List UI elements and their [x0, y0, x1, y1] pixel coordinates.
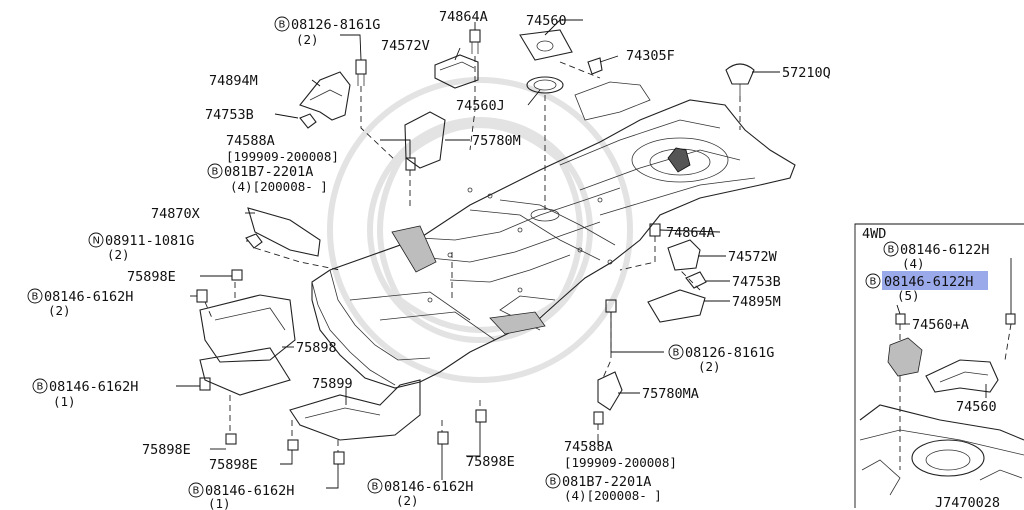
part-number: 75898E: [127, 269, 176, 285]
floor-panel-drawing: [311, 81, 796, 389]
part-number: 75780MA: [642, 386, 699, 402]
part-number: 081B7-2201A: [224, 164, 313, 180]
part-number: 74753B: [205, 107, 254, 123]
date-range: (4)[200008- ]: [564, 488, 662, 503]
part-number: 74870X: [151, 206, 200, 222]
part-prefix: N: [93, 236, 100, 247]
part-qty: (2): [296, 32, 319, 47]
part-number: 08146-6162H: [44, 289, 133, 305]
part-qty: (2): [698, 359, 721, 374]
part-labels: B 08126-8161G (2) 74864A 74560 74572V 74…: [27, 9, 831, 510]
part-qty: (1): [53, 394, 76, 409]
part-number: 74864A: [666, 225, 715, 241]
part-number: 75898: [296, 340, 337, 356]
date-range: (4)[200008- ]: [230, 179, 328, 194]
figure-id: J7470028: [935, 495, 1000, 510]
part-number: 08126-8161G: [685, 345, 774, 361]
part-prefix: B: [193, 486, 200, 497]
part-prefix: B: [37, 382, 44, 393]
part-number: 08146-6162H: [384, 479, 473, 495]
part-number: 08146-6162H: [49, 379, 138, 395]
part-qty: (4): [902, 256, 925, 271]
part-prefix: B: [32, 292, 39, 303]
part-number: 57210Q: [782, 65, 831, 81]
part-qty: (2): [107, 247, 130, 262]
inset-4wd: 4WD B 08146-6122H (4) B 08146-6122H (5) …: [854, 223, 1024, 510]
part-number: 74864A: [439, 9, 488, 25]
part-number: 74305F: [626, 48, 675, 64]
part-qty: (2): [48, 303, 71, 318]
part-number: 08126-8161G: [291, 17, 380, 33]
part-number: 75780M: [472, 133, 521, 149]
watermark-emblem: [327, 77, 633, 383]
part-number: 75899: [312, 376, 353, 392]
highlight-marker: [882, 271, 988, 290]
part-prefix: B: [673, 348, 680, 359]
part-number: 74895M: [732, 294, 781, 310]
part-number: 74588A: [226, 133, 275, 149]
part-prefix: B: [279, 20, 286, 31]
leader-lines: [176, 19, 780, 489]
part-qty: (2): [396, 493, 419, 508]
part-number: 74560: [956, 399, 997, 415]
part-qty: (1): [208, 496, 231, 510]
part-prefix: B: [888, 245, 895, 256]
brackets-drawing: [196, 29, 755, 465]
part-number: 081B7-2201A: [562, 474, 651, 490]
part-number: 74572W: [728, 249, 778, 265]
part-qty: (5): [897, 288, 920, 303]
part-number: 74560: [526, 13, 567, 29]
part-number: 74894M: [209, 73, 258, 89]
part-number: 74572V: [381, 38, 430, 54]
part-number-highlighted: 08146-6122H: [884, 274, 973, 290]
part-prefix: B: [550, 477, 557, 488]
part-prefix: B: [870, 277, 877, 288]
part-prefix: B: [212, 167, 219, 178]
part-prefix: B: [372, 482, 379, 493]
part-number: 75898E: [466, 454, 515, 470]
part-number: 74560J: [456, 98, 505, 114]
part-number: 74560+A: [912, 317, 969, 333]
date-range: [199909-200008]: [226, 149, 339, 164]
part-number: 08146-6162H: [205, 483, 294, 499]
part-number: 75898E: [142, 442, 191, 458]
part-number: 08146-6122H: [900, 242, 989, 258]
inset-title: 4WD: [862, 226, 886, 242]
part-number: 08911-1081G: [105, 233, 194, 249]
part-number: 75898E: [209, 457, 258, 473]
part-number: 74753B: [732, 274, 781, 290]
part-number: 74588A: [564, 439, 613, 455]
date-range: [199909-200008]: [564, 455, 677, 470]
